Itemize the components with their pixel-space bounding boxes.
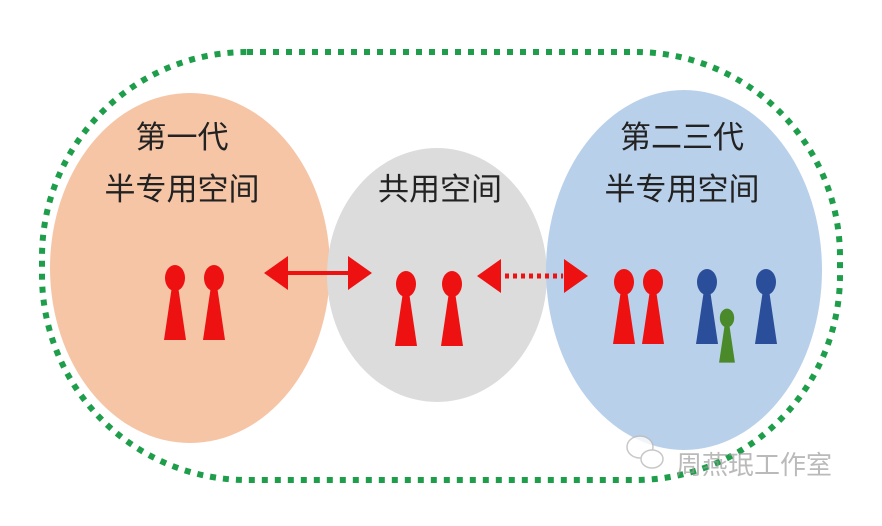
dotted-double-arrow bbox=[477, 259, 588, 293]
red-person-figure bbox=[613, 269, 635, 344]
second-third-gen-circle bbox=[546, 90, 822, 450]
red-person-figure bbox=[441, 271, 463, 346]
first-gen-label-2: 半专用空间 bbox=[105, 172, 260, 208]
red-person-figure bbox=[203, 265, 225, 340]
red-person-figure bbox=[642, 269, 664, 344]
wechat-icon bbox=[626, 435, 664, 469]
solid-double-arrow bbox=[264, 256, 372, 290]
watermark: 周燕珉工作室 bbox=[626, 435, 832, 481]
red-person-figure bbox=[164, 265, 186, 340]
red-person-figure bbox=[395, 271, 417, 346]
watermark-text: 周燕珉工作室 bbox=[676, 451, 832, 481]
shared-circle bbox=[327, 148, 547, 402]
blue-person-figure bbox=[696, 269, 718, 344]
first-gen-label-1: 第一代 bbox=[136, 120, 229, 156]
second-third-gen-label-1: 第二三代 bbox=[620, 120, 744, 156]
blue-person-figure bbox=[755, 269, 777, 344]
outer-dotted-boundary bbox=[39, 49, 843, 483]
first-gen-circle bbox=[50, 93, 330, 443]
green-person-figure bbox=[719, 308, 735, 363]
second-third-gen-label-2: 半专用空间 bbox=[605, 172, 760, 208]
shared-label: 共用空间 bbox=[378, 172, 502, 208]
